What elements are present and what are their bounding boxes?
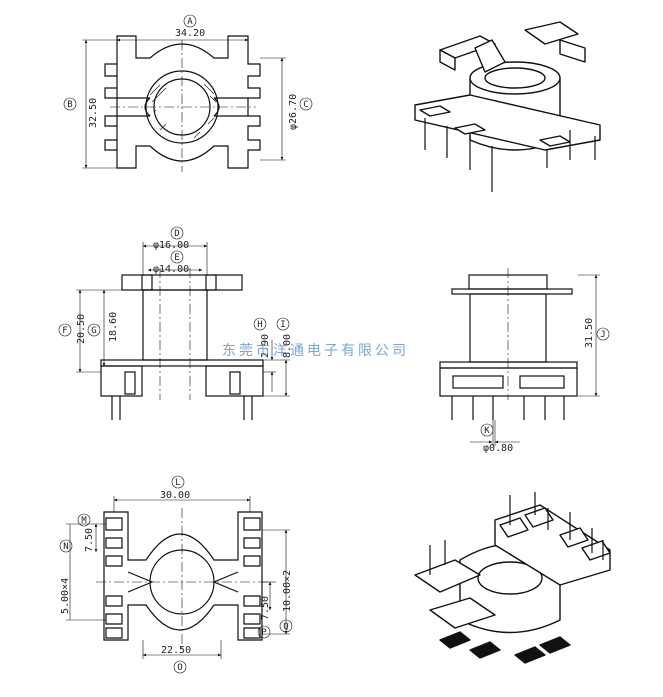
- circle-label-A-text: A: [187, 17, 193, 27]
- dim-P-value: 7.50: [260, 596, 271, 620]
- iso1-front-tab: [474, 39, 506, 73]
- front-base-left-slot: [124, 371, 136, 395]
- circle-label-M: [77, 513, 91, 527]
- iso1-base-blocks: [419, 105, 571, 147]
- circle-label-E: [170, 250, 184, 264]
- dim-F-value: 20.50: [76, 314, 87, 344]
- dim-Q-value: 10.00×2: [282, 570, 293, 612]
- top-view-outline: [116, 35, 261, 169]
- iso1-base: [414, 94, 601, 151]
- dim-A-value: 34.20: [175, 28, 205, 39]
- circle-label-C: [299, 97, 313, 111]
- dim-D-value: φ16.00: [153, 240, 189, 251]
- circle-label-B-text: B: [67, 100, 72, 110]
- bottom-left-pads: [105, 517, 123, 639]
- circle-label-A: [183, 14, 197, 28]
- side-base-recess-right: [519, 375, 565, 389]
- front-top-notch-left: [141, 274, 153, 291]
- bottom-view: L 30.00 M 7.50 N 5.00×4 22.50 O 7.50 10.…: [59, 475, 293, 674]
- circle-label-P-text: P: [261, 628, 267, 638]
- iso1-right-flange: [524, 21, 579, 45]
- front-base-right-slot: [229, 371, 241, 395]
- dim-E-value: φ14.00: [153, 264, 189, 275]
- dim-M-value: 7.50: [84, 528, 95, 552]
- iso2-feet-right: [514, 636, 571, 664]
- bottom-view-outline: [103, 511, 263, 641]
- circle-label-G: [87, 323, 101, 337]
- iso2-left-flange: [414, 559, 481, 593]
- dim-C-value: φ26.70: [288, 94, 299, 130]
- front-base-left: [100, 365, 143, 397]
- circle-label-I-text: I: [280, 320, 285, 330]
- iso2-pin-blocks: [499, 507, 611, 561]
- dim-N-value: 5.00×4: [60, 578, 71, 614]
- dim-H-value: 2.90: [260, 334, 271, 358]
- side-base: [439, 367, 578, 397]
- circle-label-N: [59, 539, 73, 553]
- circle-label-Q: [279, 619, 293, 633]
- iso1-bore: [484, 67, 546, 89]
- circle-label-G-text: G: [91, 326, 96, 336]
- circle-label-M-text: M: [81, 516, 87, 526]
- dim-L-value: 30.00: [160, 490, 190, 501]
- iso2-feet-left: [439, 631, 501, 659]
- dim-I-value: 8.00: [282, 334, 293, 358]
- isometric-view-bottom: [414, 492, 611, 664]
- circle-label-D-text: D: [174, 229, 179, 239]
- iso1-pins: [424, 118, 596, 192]
- circle-label-F: [58, 323, 72, 337]
- side-pins: [451, 396, 565, 420]
- circle-label-J: [596, 327, 610, 341]
- circle-label-D: [170, 226, 184, 240]
- front-top-flange: [121, 274, 243, 291]
- top-view-left-fingers: [104, 63, 117, 151]
- circle-label-O: [173, 660, 187, 674]
- circle-label-C-text: C: [303, 100, 308, 110]
- circle-label-L: [171, 475, 185, 489]
- side-base-plate: [439, 361, 578, 369]
- bottom-right-pads: [243, 517, 261, 639]
- circle-label-H: [253, 317, 267, 331]
- front-top-notch-right: [205, 274, 217, 291]
- circle-label-K: [480, 423, 494, 437]
- front-base-right: [205, 365, 264, 397]
- circle-label-L-text: L: [175, 478, 180, 488]
- circle-label-O-text: O: [177, 663, 182, 673]
- dim-J-value: 31.50: [584, 318, 595, 348]
- circle-label-P: [257, 625, 271, 639]
- top-view: A 34.20 B 32.50 C φ26.70: [63, 14, 313, 172]
- company-watermark: 东莞市洋通电子有限公司: [222, 342, 409, 359]
- front-pins: [111, 396, 253, 420]
- dim-O-value: 22.50: [161, 645, 191, 656]
- front-base-plate: [100, 359, 264, 367]
- dim-K-value: φ0.80: [483, 443, 513, 454]
- iso2-side-pins: [429, 540, 446, 575]
- circle-label-H-text: H: [257, 320, 262, 330]
- iso1-right-tab: [559, 39, 586, 63]
- circle-label-N-text: N: [63, 542, 68, 552]
- iso2-pins: [509, 492, 604, 560]
- front-core-tube: [142, 289, 208, 361]
- top-view-ring-hatch: [149, 83, 217, 139]
- circle-label-B: [63, 97, 77, 111]
- iso2-left-flange-low: [429, 597, 496, 629]
- isometric-view-top: [414, 21, 601, 192]
- iso2-bore: [477, 561, 543, 595]
- circle-label-F-text: F: [62, 326, 67, 336]
- iso1-left-flange-side: [439, 49, 456, 71]
- top-view-left-slots: [117, 97, 151, 117]
- side-view: J 31.50 K φ0.80: [439, 268, 610, 454]
- circle-label-K-text: K: [484, 426, 490, 436]
- side-base-recess-left: [452, 375, 504, 389]
- circle-label-I: [276, 317, 290, 331]
- circle-label-J-text: J: [600, 330, 605, 340]
- dim-G-value: 18.60: [108, 312, 119, 342]
- circle-label-Q-text: Q: [283, 622, 288, 632]
- circle-label-E-text: E: [174, 253, 179, 263]
- front-view: D φ16.00 E φ14.00 F 20.50 G 18.60 H I 2.…: [58, 226, 293, 420]
- side-top-plate: [451, 288, 573, 295]
- dim-B-value: 32.50: [88, 98, 99, 128]
